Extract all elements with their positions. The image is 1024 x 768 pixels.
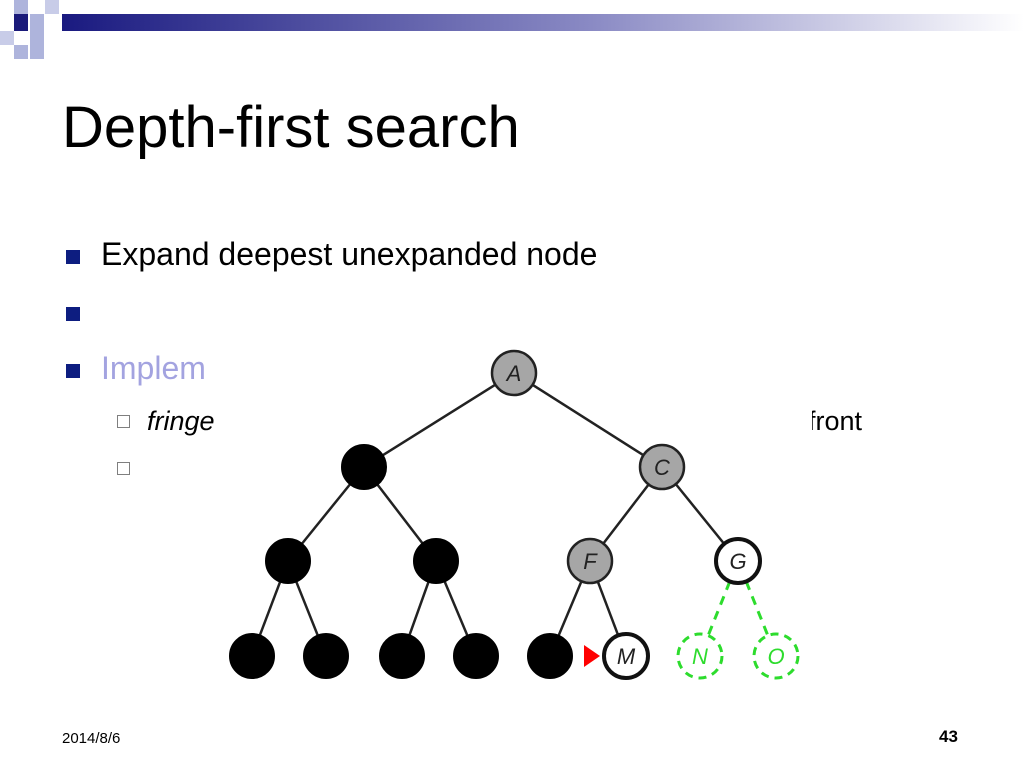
footer-date: 2014/8/6 bbox=[62, 730, 121, 747]
tree-edge-C-G bbox=[674, 483, 726, 545]
tree-node-label-G: G bbox=[729, 549, 746, 574]
subbullet-box-icon bbox=[117, 415, 130, 428]
subbullet-text-1: fringe bbox=[147, 406, 215, 436]
tree-edge-C-F bbox=[602, 483, 650, 545]
subbullet-text-1-end: front bbox=[808, 406, 863, 436]
tree-node-G: G bbox=[714, 537, 762, 585]
tree-node-H bbox=[229, 633, 275, 679]
tree-node-L bbox=[527, 633, 573, 679]
bullet-square-icon bbox=[66, 250, 80, 264]
tree-node-label-O: O bbox=[767, 644, 784, 669]
tree-node-B bbox=[341, 444, 387, 490]
tree-node-F: F bbox=[566, 537, 614, 585]
tree-node-J bbox=[379, 633, 425, 679]
tree-node-I bbox=[303, 633, 349, 679]
tree-node-label-F: F bbox=[583, 549, 598, 574]
tree-node-E bbox=[413, 538, 459, 584]
tree-edge-F-M bbox=[596, 581, 620, 636]
tree-edge-A-B bbox=[381, 383, 497, 457]
tree-node-O: O bbox=[752, 632, 800, 680]
tree-edge-A-C bbox=[531, 383, 645, 457]
fringe-pointer-arrow-icon bbox=[584, 645, 600, 667]
slide-title: Depth-first search bbox=[62, 95, 520, 160]
tree-node-C: C bbox=[638, 443, 686, 491]
tree-node-label-M: M bbox=[617, 644, 636, 669]
tree-node-N: N bbox=[676, 632, 724, 680]
tree-edge-G-N bbox=[706, 580, 732, 637]
bullet-square-icon bbox=[66, 307, 80, 321]
tree-node-label-N: N bbox=[692, 644, 708, 669]
page-number: 43 bbox=[939, 727, 958, 746]
slide-header-decoration bbox=[0, 0, 1024, 59]
tree-node-A: A bbox=[490, 349, 538, 397]
tree-edge-B-D bbox=[300, 483, 352, 545]
tree-edge-B-E bbox=[376, 483, 424, 545]
tree-edge-E-K bbox=[443, 580, 469, 637]
tree-edge-G-O bbox=[744, 580, 770, 637]
tree-node-D bbox=[265, 538, 311, 584]
tree-node-label-C: C bbox=[654, 455, 670, 480]
tree-node-M: M bbox=[602, 632, 650, 680]
bullet-text-3: Implem bbox=[101, 350, 206, 386]
tree-edge-D-I bbox=[295, 580, 319, 637]
search-tree-diagram: A C F G M N O bbox=[222, 340, 812, 685]
bullet-square-icon bbox=[66, 364, 80, 378]
tree-node-K bbox=[453, 633, 499, 679]
tree-edge-F-L bbox=[557, 580, 583, 637]
tree-node-label-A: A bbox=[505, 361, 522, 386]
tree-edge-D-H bbox=[258, 581, 282, 636]
bullet-text-1: Expand deepest unexpanded node bbox=[101, 236, 598, 272]
tree-edge-E-J bbox=[408, 581, 430, 636]
subbullet-box-icon bbox=[117, 462, 130, 475]
